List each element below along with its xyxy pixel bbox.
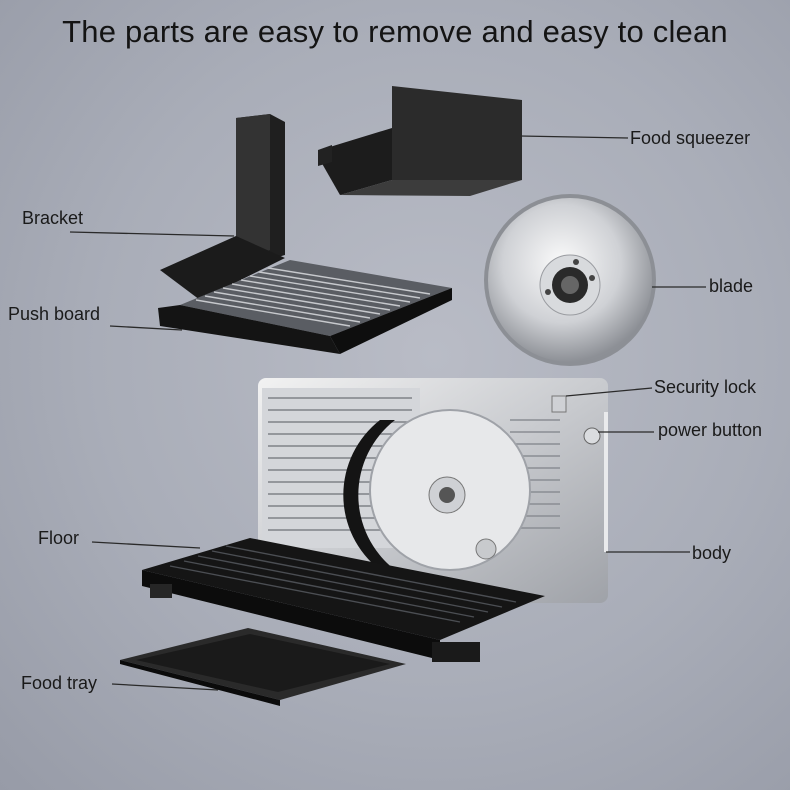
label-security-lock: Security lock [654, 377, 757, 397]
blade-part [484, 194, 656, 366]
slicer-body-part [258, 378, 608, 603]
food-squeezer-part [318, 86, 522, 196]
label-push-board: Push board [8, 304, 101, 324]
label-floor: Floor [38, 528, 80, 548]
label-food-tray: Food tray [21, 673, 98, 693]
floor-part [142, 538, 545, 662]
food-tray-part [120, 628, 406, 706]
bracket-pushboard-part [158, 114, 452, 354]
label-blade: blade [709, 276, 754, 296]
label-food-squeezer: Food squeezer [630, 128, 751, 148]
headline: The parts are easy to remove and easy to… [62, 14, 728, 49]
label-bracket: Bracket [22, 208, 84, 228]
label-power-button: power button [658, 420, 763, 440]
leader-lines [69, 135, 706, 691]
label-body: body [692, 543, 732, 563]
